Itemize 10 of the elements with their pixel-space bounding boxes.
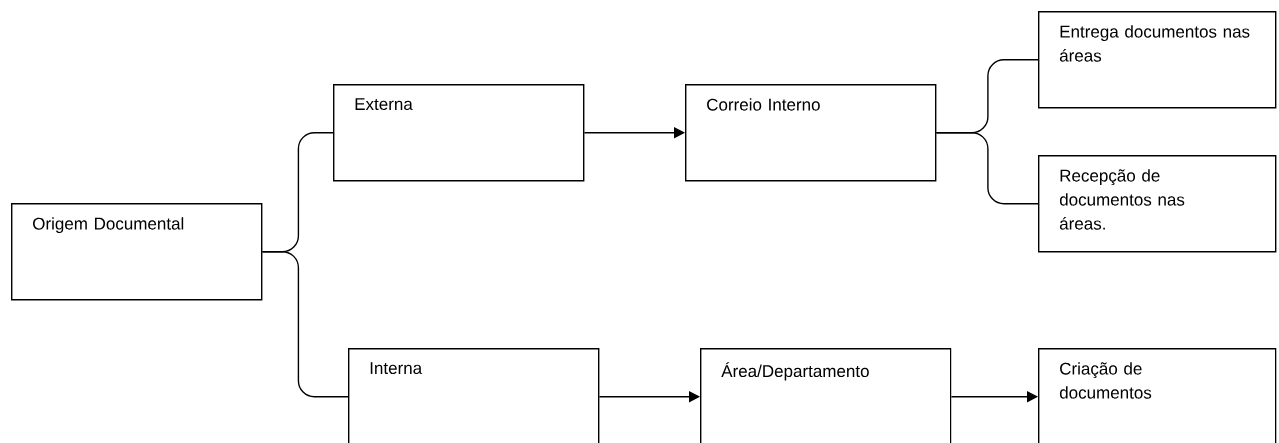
process-box: Origem Documental xyxy=(11,203,263,301)
brace-connector xyxy=(935,132,1039,205)
process-box: Interna xyxy=(348,348,600,443)
process-box: Entrega documentos nas áreas xyxy=(1038,11,1277,109)
process-box: Externa xyxy=(333,84,585,182)
process-box: Área/Departamento xyxy=(700,348,952,443)
process-box: Recepção de documentos nas áreas. xyxy=(1038,155,1277,253)
brace-connector xyxy=(261,251,349,398)
process-box: Criação de documentos xyxy=(1038,348,1277,443)
process-box: Correio Interno xyxy=(685,84,937,182)
